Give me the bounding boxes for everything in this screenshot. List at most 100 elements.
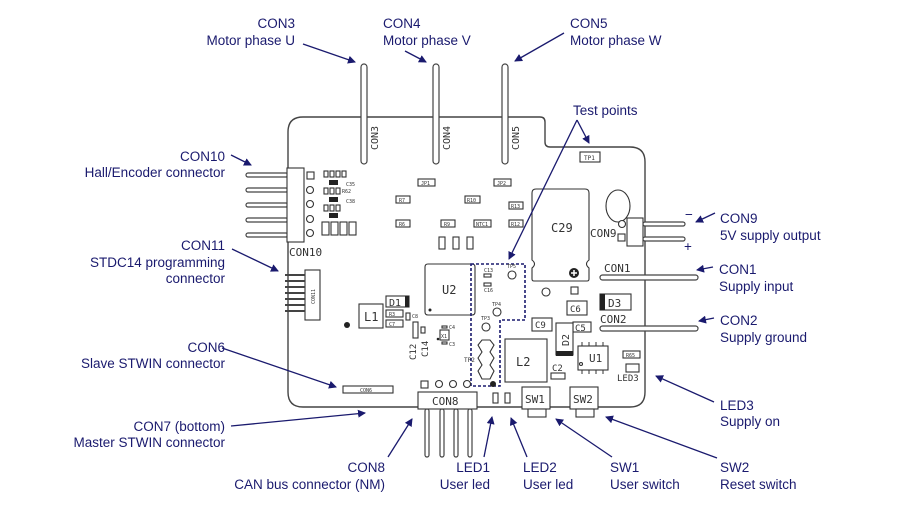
- c8-silk: C8: [412, 314, 418, 320]
- callout-sw1-title: SW1: [610, 460, 639, 475]
- con1-silk: CON1: [604, 262, 631, 275]
- callout-con5-arrow: [514, 32, 565, 62]
- callout-con11-arrow: [231, 248, 279, 272]
- tp2-silk: TP2: [464, 357, 475, 364]
- callout-con10-arrow: [230, 154, 252, 166]
- tp4-silk: TP4: [492, 302, 501, 308]
- con4-connector: CON4: [432, 63, 453, 165]
- ntc1-silk: NTC1: [476, 222, 488, 228]
- callout-con3-title: CON3: [257, 16, 295, 31]
- callout-sw2-arrow: [605, 415, 718, 459]
- c8-capacitor: [405, 312, 411, 321]
- jp2-silk: JP2: [497, 181, 506, 187]
- con2-silk: CON2: [600, 313, 627, 326]
- c14-silk: C14: [421, 341, 431, 357]
- callout-testpoints-arrow-tp5: [508, 119, 578, 260]
- u2-silk: U2: [442, 283, 456, 297]
- pcb-outline: [287, 116, 646, 408]
- r65-resistor: [622, 350, 641, 359]
- callout-con7-arrow: [230, 409, 366, 427]
- callout-con5-desc: Motor phase W: [570, 33, 662, 48]
- c9-capacitor: [531, 317, 553, 332]
- callout-sw2-title: SW2: [720, 460, 749, 475]
- callout-con1-arrow: [696, 264, 714, 273]
- con5-connector: CON5: [501, 63, 522, 165]
- callout-con11-title: CON11: [181, 238, 225, 253]
- tp1-silk: TP1: [584, 155, 595, 162]
- callout-sw2-desc: Reset switch: [720, 477, 797, 492]
- con11-connector: CON11: [285, 269, 321, 321]
- c12-capacitor: [412, 321, 419, 339]
- callout-con4-desc: Motor phase V: [383, 33, 471, 48]
- x1-silk: X1: [441, 334, 447, 340]
- callout-con10-desc: Hall/Encoder connector: [85, 165, 226, 180]
- r10-silk: R10: [467, 198, 476, 204]
- c3-silk: C3: [449, 342, 455, 348]
- callout-con5-title: CON5: [570, 16, 608, 31]
- led3-indicator: [625, 363, 640, 373]
- d1-silk: D1: [389, 298, 401, 309]
- callout-con4-title: CON4: [383, 16, 421, 31]
- c35-silk: C35: [346, 182, 355, 188]
- tp2-pad: [477, 339, 495, 380]
- callout-con7-desc: Master STWIN connector: [73, 435, 225, 450]
- callout-sw1-desc: User switch: [610, 477, 680, 492]
- callout-con8-arrow: [387, 418, 413, 458]
- c6-capacitor: [566, 300, 588, 316]
- c6-silk: C6: [570, 305, 581, 315]
- l1-silk: L1: [364, 310, 378, 324]
- tp3-silk: TP3: [481, 316, 490, 322]
- c7-capacitor: [385, 319, 404, 328]
- callout-led2-desc: User led: [523, 477, 573, 492]
- tp1-pad: [579, 151, 601, 163]
- d1-diode: D1: [385, 295, 410, 309]
- callout-con7-title: CON7 (bottom): [133, 419, 225, 434]
- callout-con6-desc: Slave STWIN connector: [81, 356, 226, 371]
- c2-silk: C2: [552, 364, 563, 374]
- con9-minus-sign: −: [685, 207, 693, 222]
- con1-connector: CON1: [599, 262, 699, 281]
- callout-led3-desc: Supply on: [720, 414, 780, 429]
- callout-con10-title: CON10: [180, 149, 225, 164]
- callout-led1-title: LED1: [456, 460, 490, 475]
- con3-connector: CON3: [360, 63, 381, 165]
- u1-silk: U1: [589, 352, 602, 365]
- con11-silk: CON11: [311, 289, 317, 304]
- callout-con1-desc: Supply input: [719, 279, 794, 294]
- callout-con2-title: CON2: [720, 313, 758, 328]
- r65-silk: R65: [626, 353, 635, 359]
- callout-con8-desc: CAN bus connector (NM): [234, 477, 385, 492]
- con2-connector: CON2: [599, 313, 699, 332]
- r9-silk: R9: [444, 222, 450, 228]
- callout-sw1-arrow: [555, 418, 613, 458]
- l1-inductor: [358, 303, 384, 329]
- callout-con9-title: CON9: [720, 211, 758, 226]
- r13-silk: R13: [511, 204, 520, 210]
- callout-led1-arrow: [483, 416, 495, 458]
- x1-crystal: X1 C4 C3: [436, 325, 455, 348]
- sw1-switch: SW1: [521, 386, 551, 418]
- c38-silk: C38: [346, 199, 355, 205]
- con5-silk: CON5: [511, 126, 522, 150]
- c13-silk: C13: [484, 268, 493, 274]
- c29-silk: C29: [551, 221, 573, 235]
- con6-silk: CON6: [360, 388, 372, 394]
- r3-resistor: [385, 309, 404, 318]
- callout-testpoints-title: Test points: [573, 103, 638, 118]
- resistor-jumper-group: JP1 JP2 R7 R10 R13 R6 R9 NTC1 R12: [395, 178, 524, 250]
- c9-silk: C9: [535, 321, 546, 331]
- l2-silk: L2: [516, 355, 530, 369]
- c2-capacitor: [550, 372, 566, 380]
- con8-connector: CON8: [417, 379, 478, 458]
- sw2-silk: SW2: [573, 393, 593, 406]
- u2-ic: U2: [424, 263, 476, 316]
- callout-led3-title: LED3: [720, 398, 754, 413]
- d2-silk: D2: [561, 334, 572, 346]
- con9-plus-sign: +: [684, 239, 692, 254]
- con6-connector: [342, 385, 394, 394]
- con10-silk: CON10: [289, 246, 322, 259]
- callout-con11-desc: STDC14 programming: [90, 255, 225, 270]
- l2-inductor: [504, 338, 548, 383]
- callout-con11-desc2: connector: [166, 271, 226, 286]
- jp1-silk: JP1: [421, 181, 430, 187]
